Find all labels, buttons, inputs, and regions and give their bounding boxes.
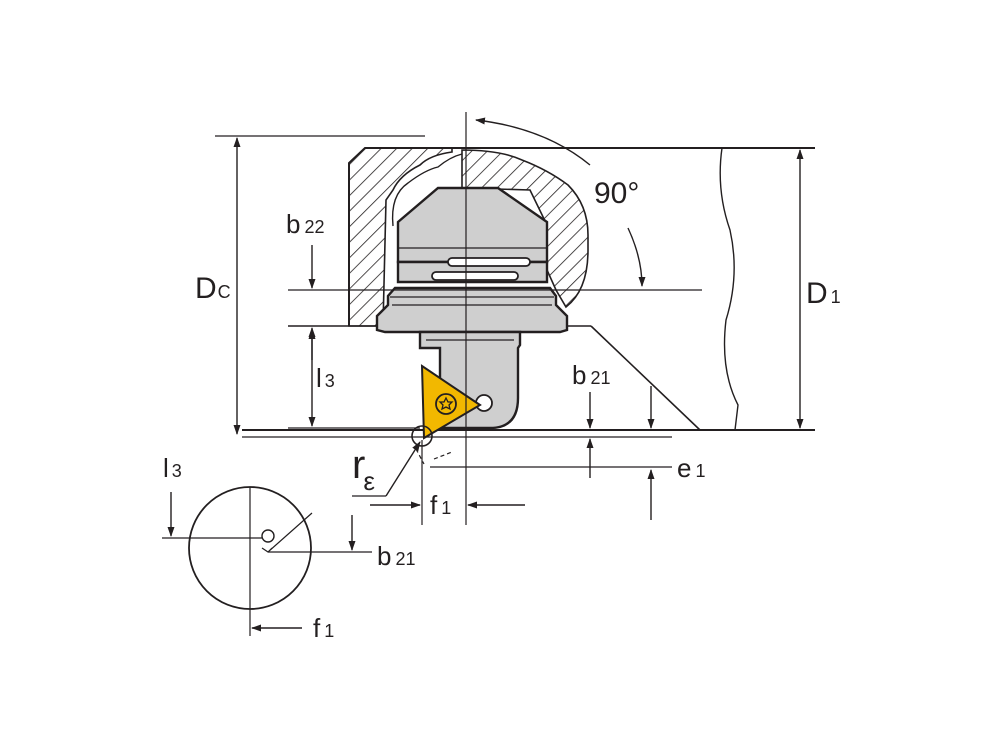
cutting-insert [411, 364, 482, 465]
dc-label: D [195, 272, 217, 305]
bore-outline [348, 147, 815, 326]
bore-wall-hatch [348, 147, 453, 327]
f1-sub: 1 [441, 498, 451, 518]
re-label: r [352, 443, 365, 487]
detail-l3-label: l [163, 453, 169, 483]
detail-f1-sub: 1 [324, 621, 334, 641]
dim-dc: DC [195, 137, 241, 435]
spindle-hatch [461, 149, 589, 309]
svg-text:DC: DC [195, 272, 231, 305]
detail-point [261, 529, 275, 543]
svg-text:b22: b22 [286, 209, 325, 239]
b22-label: b [286, 209, 300, 239]
b21-label: b [572, 360, 586, 390]
angle-arc-top [475, 117, 591, 166]
re-sub: ε [363, 466, 375, 496]
svg-text:e1: e1 [677, 453, 705, 483]
l3-sub: 3 [325, 371, 335, 391]
break-line [719, 147, 739, 431]
svg-text:f1: f1 [430, 490, 451, 520]
angle-arc-bottom [627, 227, 646, 287]
detail-b21-sub: 21 [395, 549, 415, 569]
d1-label: D [806, 277, 828, 310]
head-top [396, 186, 549, 264]
nose-dash-1 [415, 448, 425, 465]
l3-label: l [316, 363, 322, 393]
spindle-outline [391, 153, 463, 227]
angle-label: 90° [594, 177, 639, 210]
dc-sub: C [218, 282, 231, 302]
svg-text:rε: rε [352, 443, 375, 496]
e1-label: e [677, 453, 691, 483]
svg-text:D1: D1 [806, 277, 841, 310]
slot-lower [431, 271, 519, 281]
workpiece-section [215, 135, 815, 438]
dim-corner-radius: rε [352, 441, 421, 497]
slot-upper [447, 257, 531, 267]
head-flange [375, 286, 569, 334]
svg-text:b21: b21 [377, 541, 416, 571]
detail-f1-label: f [313, 613, 321, 643]
f1-label: f [430, 490, 438, 520]
b21-sub: 21 [590, 368, 610, 388]
d1-sub: 1 [831, 287, 841, 307]
svg-text:f1: f1 [313, 613, 334, 643]
svg-text:b21: b21 [572, 360, 611, 390]
re-leader [385, 441, 421, 497]
boring-head [375, 186, 569, 430]
svg-text:l3: l3 [163, 453, 182, 483]
svg-text:l3: l3 [316, 363, 335, 393]
nose-dash-2 [433, 451, 453, 460]
b22-sub: 22 [304, 217, 324, 237]
detail-b21-label: b [377, 541, 391, 571]
centerline-group: 90° [288, 112, 702, 455]
e1-sub: 1 [695, 461, 705, 481]
torx-screw-icon [435, 393, 457, 415]
torx-star [438, 396, 454, 411]
detail-l3-sub: 3 [172, 461, 182, 481]
chamfer-line [590, 325, 701, 431]
